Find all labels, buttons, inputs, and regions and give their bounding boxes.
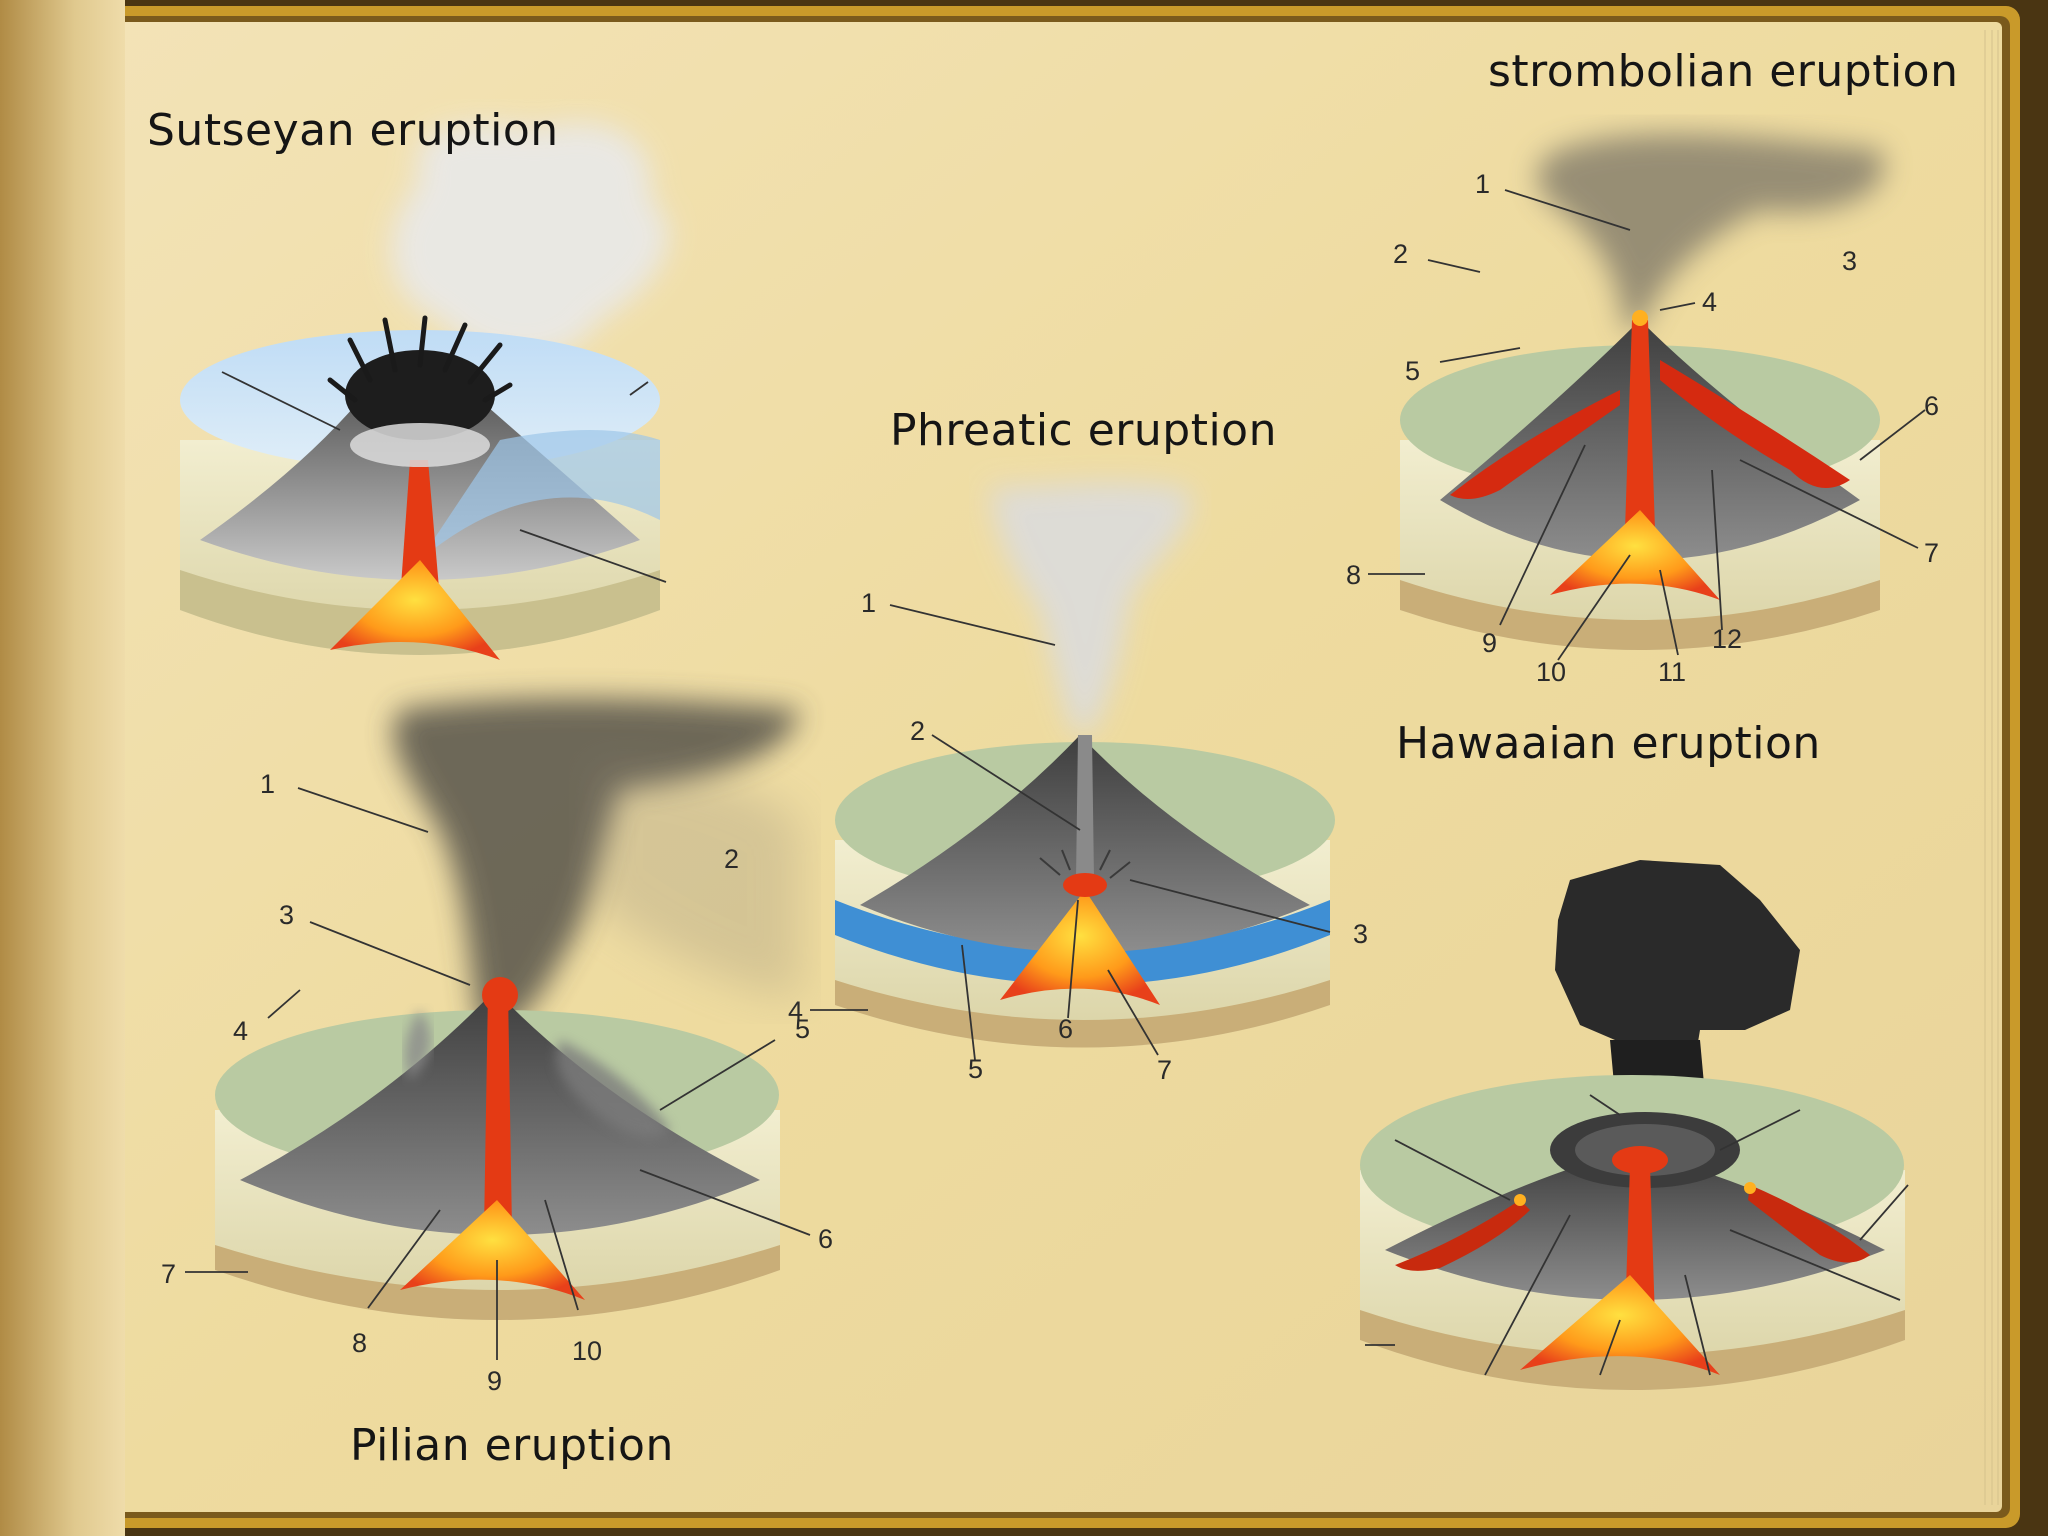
phreatic-label-2: 2 — [910, 716, 925, 746]
title-pilian: Pilian eruption — [350, 1420, 674, 1471]
phreatic-label-5: 5 — [968, 1054, 983, 1084]
strombolian-label-12: 12 — [1712, 624, 1742, 654]
phreatic-label-1: 1 — [861, 588, 876, 618]
title-sutseyan: Sutseyan eruption — [147, 105, 559, 156]
phreatic-volcano — [835, 480, 1335, 1048]
strombolian-label-4: 4 — [1702, 287, 1717, 317]
strombolian-label-7: 7 — [1924, 538, 1939, 568]
pilian-label-6: 6 — [818, 1224, 833, 1254]
phreatic-label-6: 6 — [1058, 1014, 1073, 1044]
strombolian-label-10: 10 — [1536, 657, 1566, 687]
title-strombolian: strombolian eruption — [1488, 46, 1958, 97]
pilian-label-8: 8 — [352, 1328, 367, 1358]
pilian-label-2: 2 — [724, 844, 739, 874]
title-hawaiian: Hawaaian eruption — [1396, 718, 1821, 769]
pilian-label-10: 10 — [572, 1336, 602, 1366]
strombolian-label-6: 6 — [1924, 391, 1939, 421]
phreatic-label-4: 4 — [788, 996, 803, 1026]
pilian-label-9: 9 — [487, 1366, 502, 1396]
strombolian-volcano — [1400, 134, 1884, 650]
phreatic-label-3: 3 — [1353, 919, 1368, 949]
strombolian-label-11: 11 — [1658, 657, 1686, 687]
pilian-labels: 1 2 3 4 5 6 7 8 9 10 — [161, 769, 833, 1396]
pilian-label-3: 3 — [279, 900, 294, 930]
strombolian-labels: 1 2 3 4 5 6 7 8 9 10 11 12 — [1346, 169, 1939, 687]
strombolian-label-5: 5 — [1405, 356, 1420, 386]
strombolian-label-2: 2 — [1393, 239, 1408, 269]
pilian-label-1: 1 — [260, 769, 275, 799]
pilian-volcano — [215, 698, 800, 1320]
title-phreatic: Phreatic eruption — [890, 405, 1277, 456]
phreatic-label-7: 7 — [1157, 1055, 1172, 1085]
strombolian-label-8: 8 — [1346, 560, 1361, 590]
hawaiian-volcano — [1360, 860, 1909, 1390]
pilian-label-4: 4 — [233, 1016, 248, 1046]
pilian-label-5: 5 — [795, 1014, 810, 1044]
strombolian-label-1: 1 — [1475, 169, 1490, 199]
strombolian-label-9: 9 — [1482, 628, 1497, 658]
sutseyan-volcano — [180, 122, 670, 660]
strombolian-label-3: 3 — [1842, 246, 1857, 276]
pilian-label-7: 7 — [161, 1259, 176, 1289]
phreatic-labels: 1 2 3 4 5 6 7 — [788, 588, 1368, 1085]
